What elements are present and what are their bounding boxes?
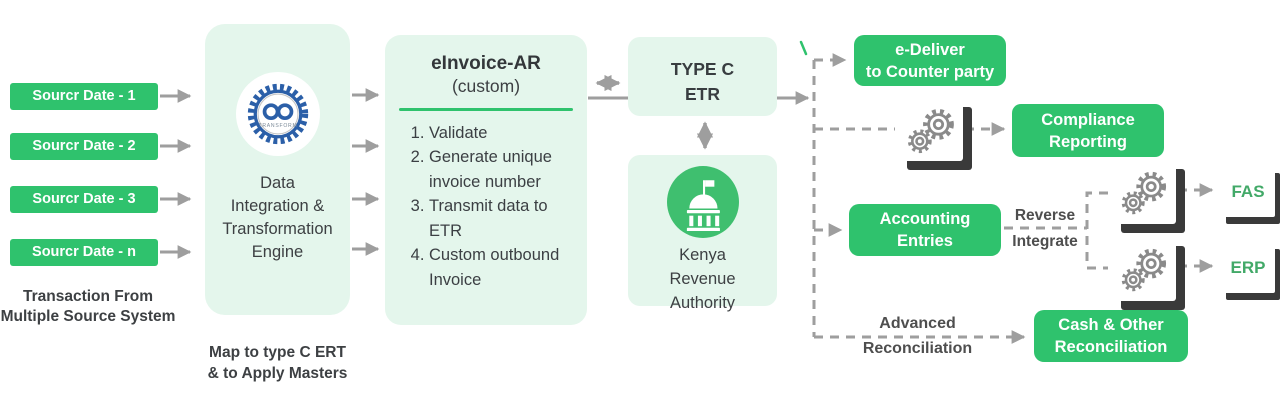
sources-caption-line1: Transaction From	[22, 288, 154, 305]
e-deliver-line1: e-Deliver	[895, 40, 965, 59]
accounting-entries-node: Accounting Entries	[849, 204, 1001, 256]
fas-label: FAS	[1231, 181, 1265, 201]
kra-label-line3: Authority	[669, 294, 736, 312]
compliance-line1: Compliance	[1041, 110, 1135, 129]
einvoice-subtitle: (custom)	[451, 76, 521, 96]
source-box-1: Sourcr Date - 1	[10, 83, 158, 110]
type-c-etr-node: TYPE C ETR	[628, 37, 777, 116]
cash-reconciliation-line2: Reconciliation	[1054, 338, 1168, 356]
source-box-1-label: Sourcr Date - 1	[32, 88, 136, 104]
dashed-branch-gears	[1085, 191, 1108, 270]
engine-caption: Map to type C ERT & to Apply Masters	[205, 342, 350, 384]
type-c-etr-line2: ETR	[685, 84, 720, 104]
einvoice-step-3: Transmit data to ETR	[429, 194, 581, 243]
kra-label-line1: Kenya	[679, 246, 726, 264]
engine-caption-line2: & to Apply Masters	[207, 365, 348, 382]
source-box-n: Sourcr Date - n	[10, 239, 158, 266]
source-box-n-label: Sourcr Date - n	[32, 244, 136, 260]
source-box-2-label: Sourcr Date - 2	[32, 138, 136, 154]
einvoice-ar-panel: eInvoice-AR (custom) Validate Generate u…	[385, 35, 587, 325]
einvoice-step-4: Custom outbound Invoice	[429, 243, 581, 292]
kra-label-line2: Revenue	[669, 270, 736, 288]
green-tick-decoration	[799, 40, 808, 56]
sources-caption-line2: Multiple Source System	[0, 307, 176, 325]
advanced-reconciliation-label: Advanced Reconciliation	[845, 315, 990, 358]
compliance-reporting-node: Compliance Reporting	[1012, 104, 1164, 157]
engine-label-line2: Integration &	[230, 197, 325, 215]
engine-label-line3: Transformation	[222, 220, 333, 238]
einvoice-step-1: Validate	[429, 121, 581, 146]
transform-gear-icon-svg: TRANSFORM	[247, 83, 308, 145]
engine-caption-line1: Map to type C ERT	[209, 344, 346, 361]
e-deliver-line2: to Counter party	[865, 62, 995, 81]
engine-label-line4: Engine	[251, 243, 304, 261]
government-building-icon	[666, 166, 739, 238]
svg-text:TRANSFORM: TRANSFORM	[258, 123, 297, 129]
kra-label: Kenya Revenue Authority	[628, 243, 777, 315]
accounting-line2: Entries	[897, 232, 953, 250]
kenya-revenue-authority-node: Kenya Revenue Authority	[628, 155, 777, 312]
data-integration-engine-panel: TRANSFORM Data Integration & Transformat…	[205, 24, 350, 315]
source-box-3: Sourcr Date - 3	[10, 186, 158, 213]
type-c-etr-label: TYPE C ETR	[628, 57, 777, 107]
reverse-integrate-label: Reverse Integrate	[1002, 207, 1088, 251]
fas-node: FAS	[1221, 166, 1275, 217]
source-box-2: Sourcr Date - 2	[10, 133, 158, 160]
einvoice-title: eInvoice-AR	[431, 53, 541, 74]
erp-label: ERP	[1230, 257, 1266, 277]
type-c-etr-line1: TYPE C	[670, 59, 735, 79]
integration-gears-icon-3	[1112, 237, 1176, 301]
cash-reconciliation-line1: Cash & Other	[1058, 316, 1164, 334]
advanced-reconciliation-line2: Reconciliation	[862, 340, 973, 357]
sources-caption: Transaction From Multiple Source System	[0, 287, 176, 326]
e-deliver-node: e-Deliver to Counter party	[854, 35, 1006, 86]
einvoice-divider	[399, 108, 573, 111]
reverse-integrate-line1: Reverse	[1014, 207, 1076, 224]
engine-label-line1: Data	[260, 174, 295, 192]
einvoice-steps-list: Validate Generate unique invoice number …	[403, 121, 581, 293]
accounting-line1: Accounting	[879, 210, 971, 228]
cash-other-reconciliation-node: Cash & Other Reconciliation	[1034, 310, 1188, 362]
gears-svg-3	[1121, 248, 1167, 292]
integration-gears-icon-1	[898, 98, 963, 161]
reverse-integrate-line2: Integrate	[1012, 233, 1078, 250]
einvoice-step-2: Generate unique invoice number	[429, 145, 581, 194]
gears-svg-2	[1121, 171, 1167, 215]
engine-label: Data Integration & Transformation Engine	[205, 172, 350, 264]
source-box-3-label: Sourcr Date - 3	[32, 191, 136, 207]
gears-svg-1	[907, 108, 954, 153]
advanced-reconciliation-line1: Advanced	[879, 315, 956, 332]
government-building-icon-svg	[686, 180, 720, 231]
integration-gears-icon-2	[1112, 160, 1176, 224]
compliance-line2: Reporting	[1049, 132, 1127, 151]
transform-gear-icon: TRANSFORM	[235, 72, 320, 156]
erp-node: ERP	[1221, 242, 1275, 293]
